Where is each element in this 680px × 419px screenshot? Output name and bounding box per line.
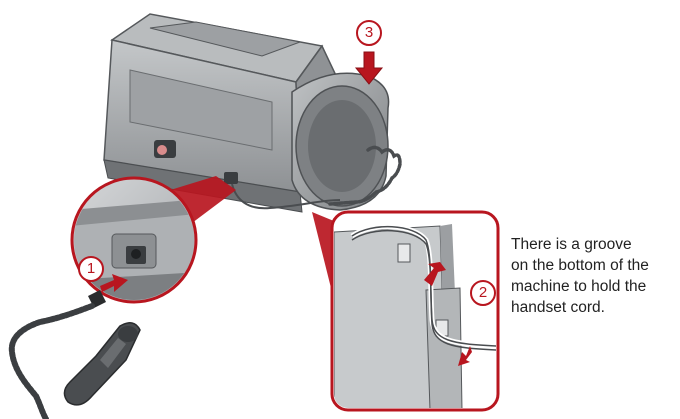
device-paper-support bbox=[149, 21, 302, 57]
step1-arrow bbox=[100, 274, 128, 292]
step-badge-1: 1 bbox=[78, 256, 104, 282]
step2-arrow-bottom bbox=[458, 346, 472, 366]
caption-line-3: machine to hold the bbox=[511, 278, 647, 295]
device-bottom-jack bbox=[224, 172, 238, 184]
caption-line-4: handset cord. bbox=[511, 299, 605, 316]
step3-arrow bbox=[354, 51, 384, 85]
step-badge-3: 3 bbox=[356, 20, 382, 46]
handset bbox=[8, 290, 141, 419]
zoom-callout-groove bbox=[312, 210, 500, 412]
caption-line-2: on the bottom of the bbox=[511, 257, 649, 274]
handset-coiled-cord bbox=[8, 303, 95, 419]
zoom-callout-jack bbox=[70, 176, 236, 304]
side-coiled-cord bbox=[328, 145, 402, 206]
step-badge-2: 2 bbox=[470, 280, 496, 306]
bottom-cord bbox=[231, 183, 341, 210]
fax-machine bbox=[103, 13, 402, 213]
groove-caption: There is a groove on the bottom of the m… bbox=[511, 234, 676, 318]
step2-arrow-top bbox=[424, 262, 446, 286]
caption-line-1: There is a groove bbox=[511, 236, 632, 253]
handset-earpiece bbox=[118, 326, 138, 342]
